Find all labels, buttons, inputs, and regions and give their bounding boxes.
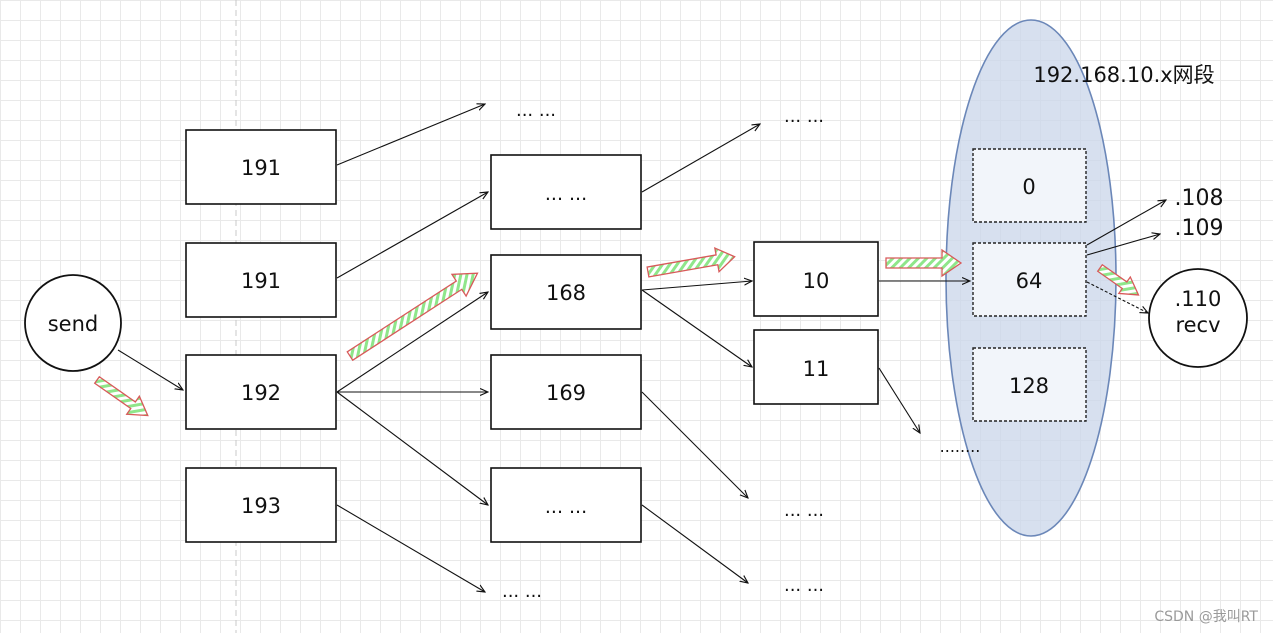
node-191-b-label: 191 (241, 269, 281, 293)
edge-191b (336, 192, 488, 279)
level-3: 10 11 (753, 241, 879, 405)
watermark: CSDN @我叫RT (1154, 609, 1258, 625)
recv-label: recv (1175, 313, 1220, 337)
node-169 (490, 354, 642, 430)
level-2: ... ... 168 169 ... ... (490, 154, 642, 543)
recv-node (1148, 268, 1248, 368)
routing-path (93, 246, 1140, 417)
node-192-label: 192 (241, 381, 281, 405)
path-arrow-168-10 (646, 246, 736, 278)
level-1: 191 191 192 193 (185, 129, 337, 543)
node-11-label: 11 (803, 357, 830, 381)
node-168-label: 168 (546, 281, 586, 305)
ellipsis-labels: ... ... ... ... ... ... ... ... ... ... … (502, 100, 980, 602)
node-169-label: 169 (546, 381, 586, 405)
subnet-128 (972, 347, 1087, 422)
edge-64-recv (1086, 281, 1148, 313)
ellipsis-dots: ........ (940, 437, 981, 456)
node-l2-etc-b-label: ... ... (545, 496, 587, 518)
edge-192-etc (336, 391, 488, 505)
path-arrow-10-64 (885, 248, 963, 278)
node-193-label: 193 (241, 494, 281, 518)
node-191-a-label: 191 (241, 156, 281, 180)
subnet-64 (972, 242, 1087, 317)
edge-l2d (641, 504, 748, 583)
edge-l2a (641, 124, 760, 193)
ellipsis-2: ... ... (784, 106, 824, 127)
subnets: 0 64 128 (972, 148, 1087, 422)
subnet-128-label: 128 (1009, 374, 1049, 398)
edges (117, 104, 1166, 592)
subnet-0-label: 0 (1022, 175, 1035, 199)
node-193 (185, 467, 337, 543)
edge-193 (336, 504, 485, 592)
send-label: send (48, 312, 99, 336)
edge-64-108 (1086, 200, 1166, 246)
subnet-64-label: 64 (1016, 269, 1043, 293)
node-168 (490, 254, 642, 330)
host-109-label: .109 (1175, 216, 1224, 241)
ellipsis-1: ... ... (516, 100, 556, 121)
ellipsis-4: ... ... (502, 581, 542, 602)
edge-168-11 (641, 289, 752, 367)
host-108-label: .108 (1175, 186, 1224, 211)
edge-11 (878, 367, 920, 433)
node-l2-etc-a (490, 154, 642, 230)
path-arrow-192-168 (346, 272, 479, 362)
network-label: 192.168.10.x网段 (1033, 63, 1214, 87)
path-arrow-64-recv (1096, 263, 1140, 296)
edge-192-168 (336, 292, 488, 393)
edge-169 (641, 391, 748, 498)
node-l2-etc-a-label: ... ... (545, 183, 587, 205)
node-191-a (185, 129, 337, 205)
edge-168-10 (641, 281, 752, 291)
node-11 (753, 329, 879, 405)
node-10 (753, 241, 879, 317)
edge-64-109 (1086, 234, 1160, 256)
ellipsis-5: ... ... (784, 575, 824, 596)
node-191-b (185, 242, 337, 318)
edge-191a (336, 104, 485, 166)
send-node (24, 274, 122, 372)
node-10-label: 10 (803, 269, 830, 293)
node-192 (185, 354, 337, 430)
ellipsis-3: ... ... (784, 500, 824, 521)
subnet-0 (972, 148, 1087, 223)
edge-send-192 (117, 349, 183, 390)
node-l2-etc-b (490, 467, 642, 543)
recv-ip-label: .110 (1175, 287, 1222, 311)
path-arrow-send-192 (93, 375, 149, 417)
